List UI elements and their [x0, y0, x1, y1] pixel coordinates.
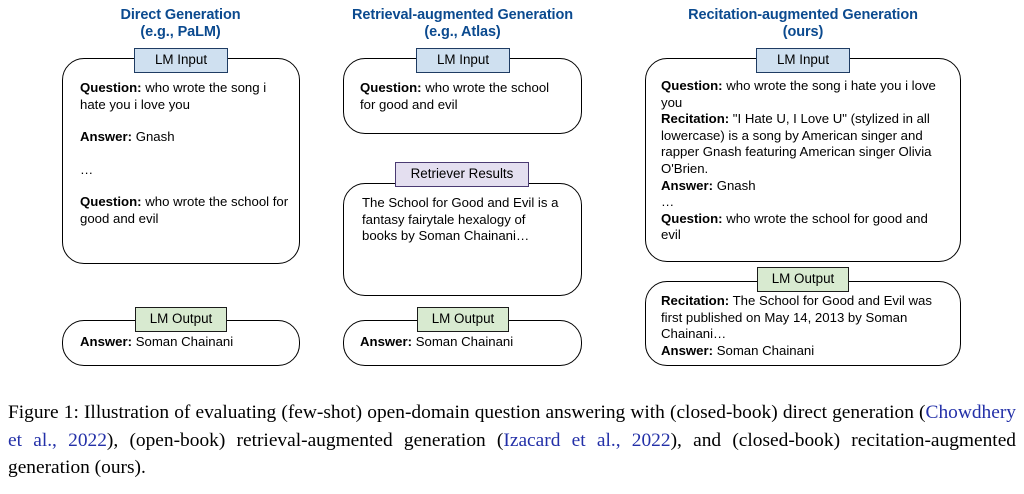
- lm-input-box-direct: [62, 58, 300, 264]
- column-title-sub: (e.g., PaLM): [140, 24, 221, 40]
- text-line: Question: who wrote the song i hate you …: [661, 78, 951, 111]
- chip-retriever-results: Retriever Results: [395, 162, 529, 187]
- text-line: Question: who wrote the song i hate you …: [80, 80, 290, 113]
- chip-lm-input-retrieval: LM Input: [416, 48, 510, 73]
- line-label: Question:: [360, 80, 422, 95]
- column-title-sub: (ours): [782, 24, 824, 40]
- lm-output-box-recitation: [645, 281, 961, 366]
- text-line: Question: who wrote the school for good …: [80, 194, 290, 227]
- line-text: who wrote the school for good and evil: [661, 210, 928, 243]
- text-line: Answer: Gnash: [80, 129, 290, 146]
- caption-part-3: ), and (closed-book) recitation-augmente…: [8, 429, 1016, 479]
- line-text: "I Hate U, I Love U" (stylized in all lo…: [661, 111, 932, 176]
- column-title-retrieval-augmented: Retrieval-augmented Generation (e.g., At…: [330, 7, 595, 41]
- text-line: Answer: Gnash: [661, 178, 951, 195]
- line-label: Question:: [661, 210, 723, 226]
- line-text: Soman Chainani: [132, 334, 234, 349]
- retriever-results-text: The School for Good and Evil is a fantas…: [362, 195, 560, 245]
- figure-illustration: Direct Generation (e.g., PaLM) LM Input …: [62, 7, 961, 366]
- caption-label: Figure 1:: [8, 402, 79, 423]
- chip-lm-output-recitation: LM Output: [757, 267, 849, 292]
- line-text: who wrote the song i hate you i love you: [80, 80, 267, 112]
- line-label: Answer:: [80, 334, 133, 349]
- line-text: Gnash: [132, 129, 175, 145]
- figure-caption: Figure 1: Illustration of evaluating (fe…: [8, 399, 1016, 482]
- text-line: Recitation: "I Hate U, I Love U" (styliz…: [661, 111, 951, 177]
- column-title-main: Recitation-augmented Generation: [688, 7, 918, 23]
- spacer: [80, 178, 290, 194]
- column-title-recitation-augmented: Recitation-augmented Generation (ours): [668, 7, 938, 41]
- chip-lm-input-recitation: LM Input: [756, 48, 850, 73]
- text-line: Question: who wrote the school for good …: [360, 80, 565, 113]
- spacer: [80, 146, 290, 162]
- column-title-sub: (e.g., Atlas): [424, 24, 501, 40]
- line-label: Answer:: [360, 334, 413, 349]
- lm-input-text-recitation: Question: who wrote the song i hate you …: [661, 78, 951, 244]
- line-text: who wrote the song i hate you i love you: [661, 78, 936, 110]
- column-title-direct-generation: Direct Generation (e.g., PaLM): [78, 7, 283, 41]
- column-title-main: Direct Generation: [120, 7, 241, 23]
- spacer: [80, 113, 290, 129]
- chip-lm-input-direct: LM Input: [134, 48, 228, 73]
- text-line: Recitation: The School for Good and Evil…: [661, 293, 951, 343]
- line-label: Answer:: [661, 342, 714, 358]
- lm-input-text-direct: Question: who wrote the song i hate you …: [80, 80, 290, 228]
- text-line-ellipsis: …: [661, 194, 676, 210]
- citation-chowdhery[interactable]: Chowdhery et al., 2022: [8, 402, 1016, 451]
- text-line: The School for Good and Evil is a fantas…: [362, 195, 559, 244]
- line-label: Question:: [661, 78, 723, 93]
- line-label: Answer:: [80, 129, 133, 145]
- line-text: Soman Chainani: [713, 342, 815, 358]
- line-text: Soman Chainani: [412, 334, 514, 349]
- lm-input-text-retrieval: Question: who wrote the school for good …: [360, 80, 565, 113]
- caption-part-2: ), (open-book) retrieval-augmented gener…: [106, 429, 504, 451]
- column-title-main: Retrieval-augmented Generation: [352, 7, 573, 23]
- line-label: Answer:: [661, 177, 714, 193]
- line-text: The School for Good and Evil was first p…: [661, 293, 932, 342]
- lm-output-text-recitation: Recitation: The School for Good and Evil…: [661, 293, 951, 359]
- line-text: Gnash: [713, 177, 756, 193]
- line-text: who wrote the school for good and evil: [80, 194, 289, 226]
- text-line: Answer: Soman Chainani: [661, 343, 951, 360]
- line-text: who wrote the school for good and evil: [360, 80, 550, 112]
- line-label: Recitation:: [661, 293, 730, 308]
- retriever-results-box: [343, 183, 582, 296]
- lm-output-text-direct: Answer: Soman Chainani: [80, 334, 290, 351]
- citation-izacard[interactable]: Izacard et al., 2022: [503, 429, 671, 451]
- caption-part-1: Illustration of evaluating (few-shot) op…: [78, 402, 926, 423]
- line-label: Question:: [80, 194, 142, 210]
- line-label: Question:: [80, 80, 142, 95]
- text-line: Answer: Soman Chainani: [360, 334, 570, 351]
- chip-lm-output-direct: LM Output: [135, 307, 227, 332]
- line-label: Recitation:: [661, 111, 730, 127]
- chip-lm-output-retrieval: LM Output: [417, 307, 509, 332]
- text-line: Answer: Soman Chainani: [80, 334, 290, 351]
- lm-output-text-retrieval: Answer: Soman Chainani: [360, 334, 570, 351]
- text-line: Question: who wrote the school for good …: [661, 211, 951, 244]
- text-line-ellipsis: …: [80, 161, 95, 177]
